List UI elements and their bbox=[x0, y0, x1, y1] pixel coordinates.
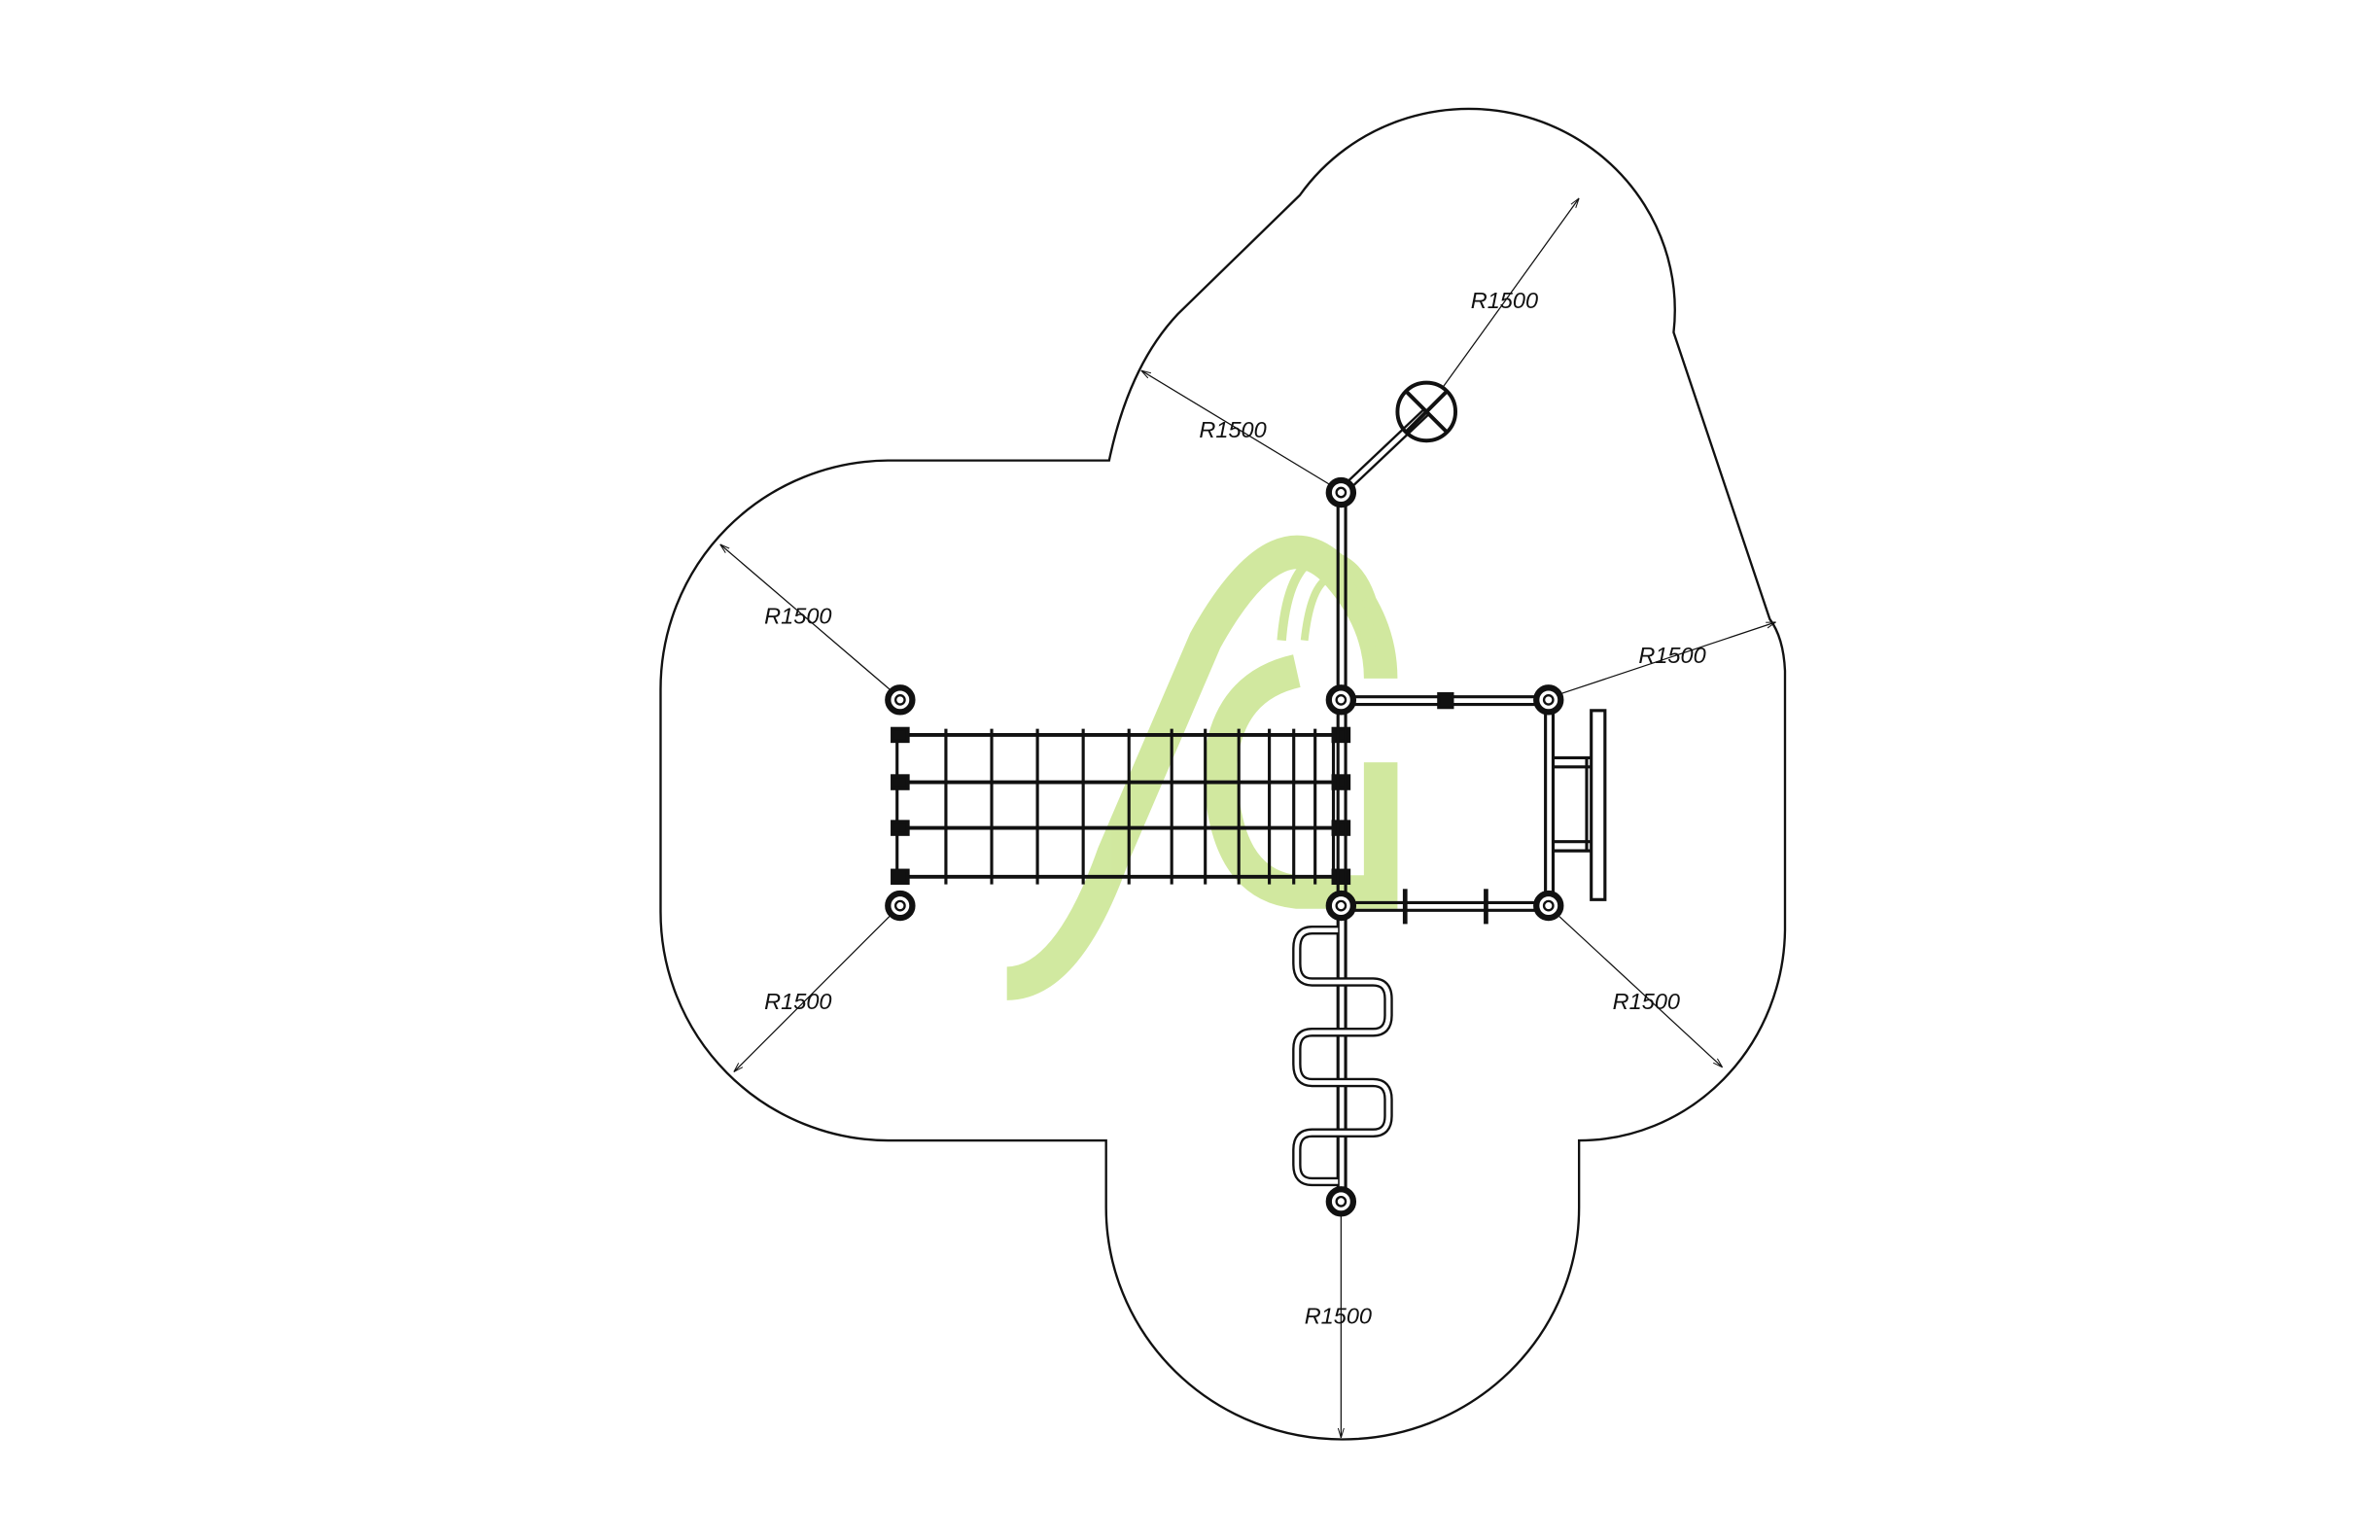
post bbox=[1325, 1186, 1357, 1217]
dimension-label: R1500 bbox=[1638, 643, 1705, 668]
watermark-logo bbox=[1005, 535, 1398, 1000]
dimensions: R1500 R1500 R1500 R1500 R1500 R1500 R150… bbox=[720, 198, 1776, 1438]
post bbox=[885, 890, 916, 922]
post bbox=[885, 684, 916, 716]
dimension-line bbox=[1141, 370, 1331, 486]
steering-wheel bbox=[1395, 380, 1458, 443]
post bbox=[1533, 890, 1564, 922]
climbing-net bbox=[891, 726, 1351, 886]
posts bbox=[885, 476, 1564, 1217]
dimension-line bbox=[1441, 198, 1579, 390]
dimension-line bbox=[1558, 916, 1723, 1068]
dimension-label: R1500 bbox=[764, 603, 831, 628]
post bbox=[1325, 684, 1357, 716]
safety-zone-outline bbox=[659, 107, 1787, 1441]
post bbox=[1325, 476, 1357, 508]
dimension-label: R1500 bbox=[1305, 1303, 1372, 1328]
dimension-line bbox=[720, 544, 891, 690]
dimension-line bbox=[1560, 621, 1775, 695]
side-panel bbox=[1553, 709, 1607, 901]
dimension-label: R1500 bbox=[1199, 417, 1266, 442]
dimension-label: R1500 bbox=[1613, 989, 1680, 1014]
post bbox=[1533, 684, 1564, 716]
post bbox=[1325, 890, 1357, 922]
dimension-label: R1500 bbox=[1471, 288, 1538, 313]
dimension-line bbox=[734, 916, 891, 1072]
zigzag-ladder bbox=[1292, 925, 1393, 1187]
dimension-label: R1500 bbox=[764, 989, 831, 1014]
